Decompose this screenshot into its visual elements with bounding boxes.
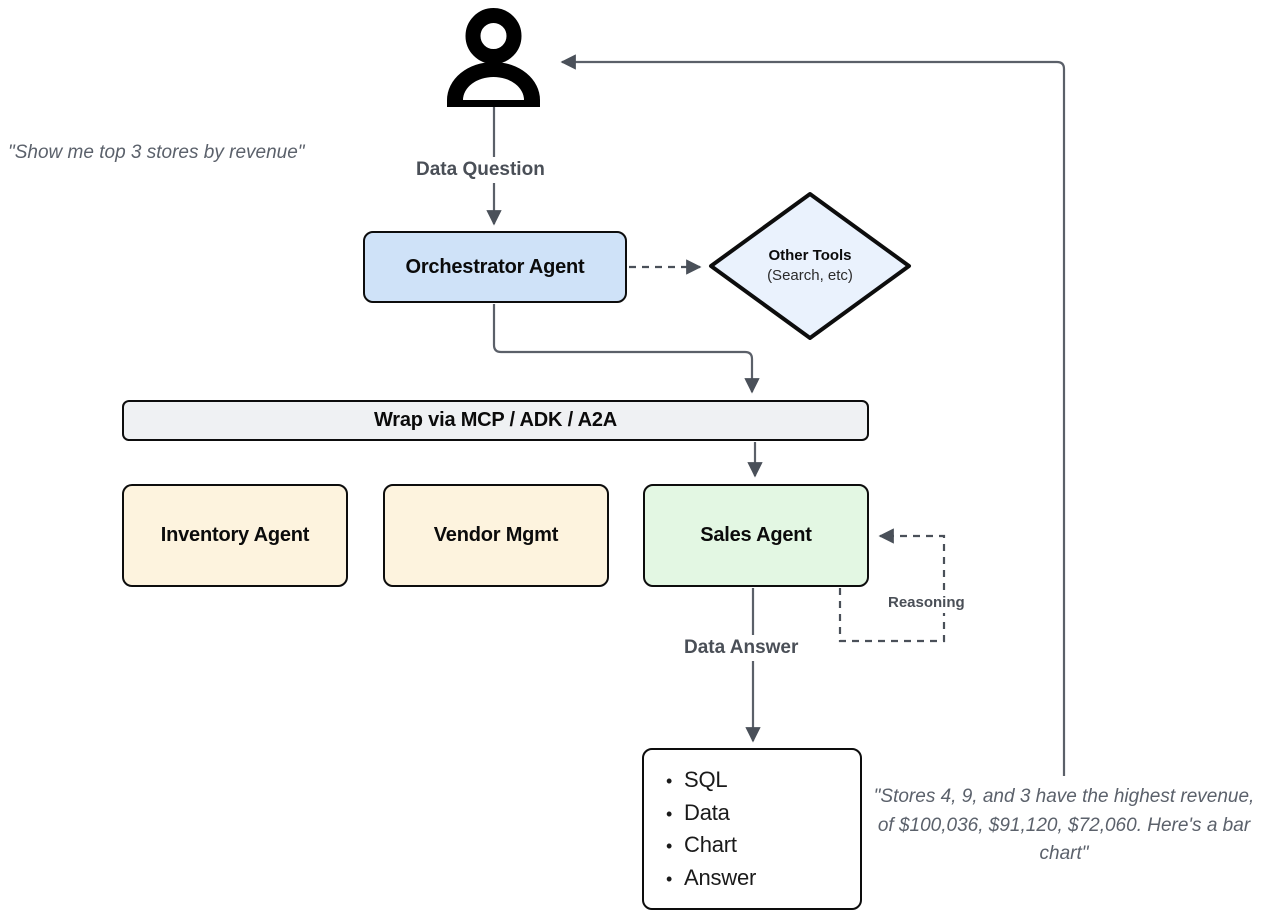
output-artifact-list: SQL Data Chart Answer [666, 764, 756, 894]
list-item: Chart [666, 829, 756, 862]
list-item: Answer [666, 862, 756, 895]
vendor-mgmt-label: Vendor Mgmt [433, 524, 559, 546]
node-wrap-via-mcp[interactable]: Wrap via MCP / ADK / A2A [122, 400, 869, 441]
edge-label-reasoning: Reasoning [884, 592, 969, 613]
wrap-via-mcp-label: Wrap via MCP / ADK / A2A [373, 409, 618, 431]
node-inventory-agent[interactable]: Inventory Agent [122, 484, 348, 587]
node-orchestrator-agent[interactable]: Orchestrator Agent [363, 231, 627, 303]
list-item: Data [666, 797, 756, 830]
diamond-shape [709, 192, 911, 340]
node-output-artifacts[interactable]: SQL Data Chart Answer [642, 748, 862, 910]
other-tools-sublabel: (Search, etc) [767, 267, 853, 284]
user-question-quote: "Show me top 3 stores by revenue" [8, 142, 305, 163]
list-item: SQL [666, 764, 756, 797]
edge-label-data-answer: Data Answer [678, 635, 805, 661]
node-other-tools[interactable]: Other Tools (Search, etc) [707, 190, 913, 342]
node-sales-agent[interactable]: Sales Agent [643, 484, 869, 587]
inventory-agent-label: Inventory Agent [160, 524, 310, 546]
agent-answer-quote: "Stores 4, 9, and 3 have the highest rev… [873, 786, 1255, 864]
edge-label-data-question: Data Question [410, 157, 551, 183]
other-tools-label: Other Tools [768, 246, 852, 264]
node-vendor-mgmt[interactable]: Vendor Mgmt [383, 484, 609, 587]
sales-agent-label: Sales Agent [700, 524, 812, 546]
user-person-icon [443, 8, 544, 107]
orchestrator-agent-label: Orchestrator Agent [405, 255, 585, 278]
